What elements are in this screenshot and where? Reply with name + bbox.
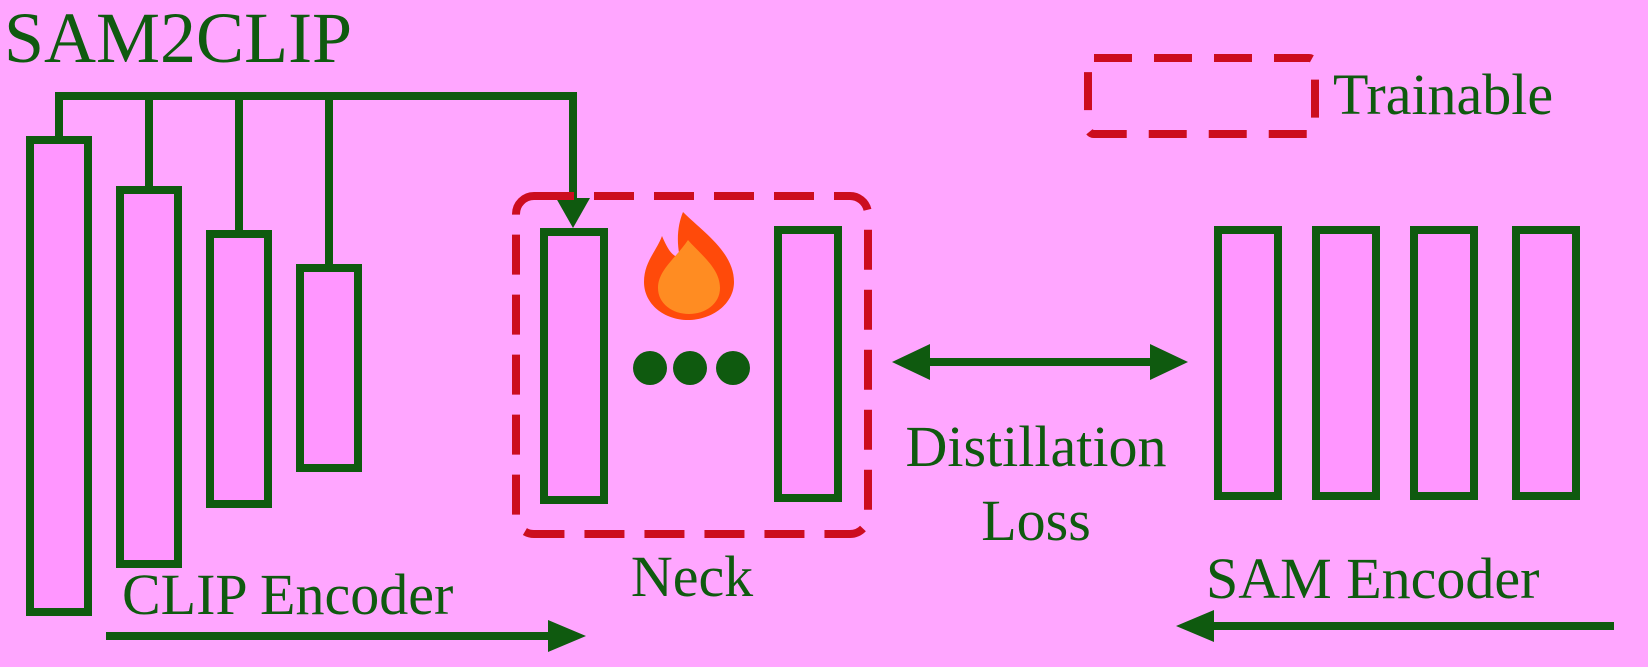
- clip-encoder-arrow: [106, 620, 586, 652]
- distillation-loss-label-line2: Loss: [981, 488, 1091, 553]
- neck-label: Neck: [631, 544, 753, 609]
- neck-layer-first: [540, 228, 608, 504]
- clip-encoder-label: CLIP Encoder: [122, 562, 453, 627]
- sam-encoder-layer: [1410, 226, 1478, 500]
- connector-line: [55, 92, 577, 208]
- neck: Neck: [512, 192, 872, 609]
- connector-arrowhead: [556, 198, 590, 228]
- ellipsis-dots-icon: [633, 351, 750, 385]
- clip-encoder-layer: [26, 136, 92, 616]
- sam-encoder-layer: [1214, 226, 1282, 500]
- clip-encoder: [26, 136, 362, 616]
- legend-trainable: Trainable: [1084, 54, 1553, 138]
- sam-encoder-label: SAM Encoder: [1206, 546, 1539, 611]
- clip-encoder-layer: [296, 264, 362, 472]
- fire-icon: [644, 212, 734, 320]
- sam-encoder-layer: [1312, 226, 1380, 500]
- diagram-title: SAM2CLIP: [4, 0, 352, 78]
- neck-trainable-box: [512, 192, 872, 538]
- sam-encoder-layer: [1512, 226, 1580, 500]
- clip-feature-connectors: [55, 92, 577, 268]
- distillation-loss-arrow: [892, 344, 1188, 380]
- distillation-loss-label-line1: Distillation: [906, 414, 1167, 479]
- sam-encoder: [1214, 226, 1580, 500]
- neck-layer-last: [774, 226, 842, 502]
- clip-encoder-layer: [116, 186, 182, 568]
- sam-encoder-arrow: [1176, 610, 1614, 642]
- legend-trainable-label: Trainable: [1333, 62, 1553, 127]
- legend-dashed-box: [1084, 54, 1319, 138]
- clip-encoder-layer: [206, 230, 272, 508]
